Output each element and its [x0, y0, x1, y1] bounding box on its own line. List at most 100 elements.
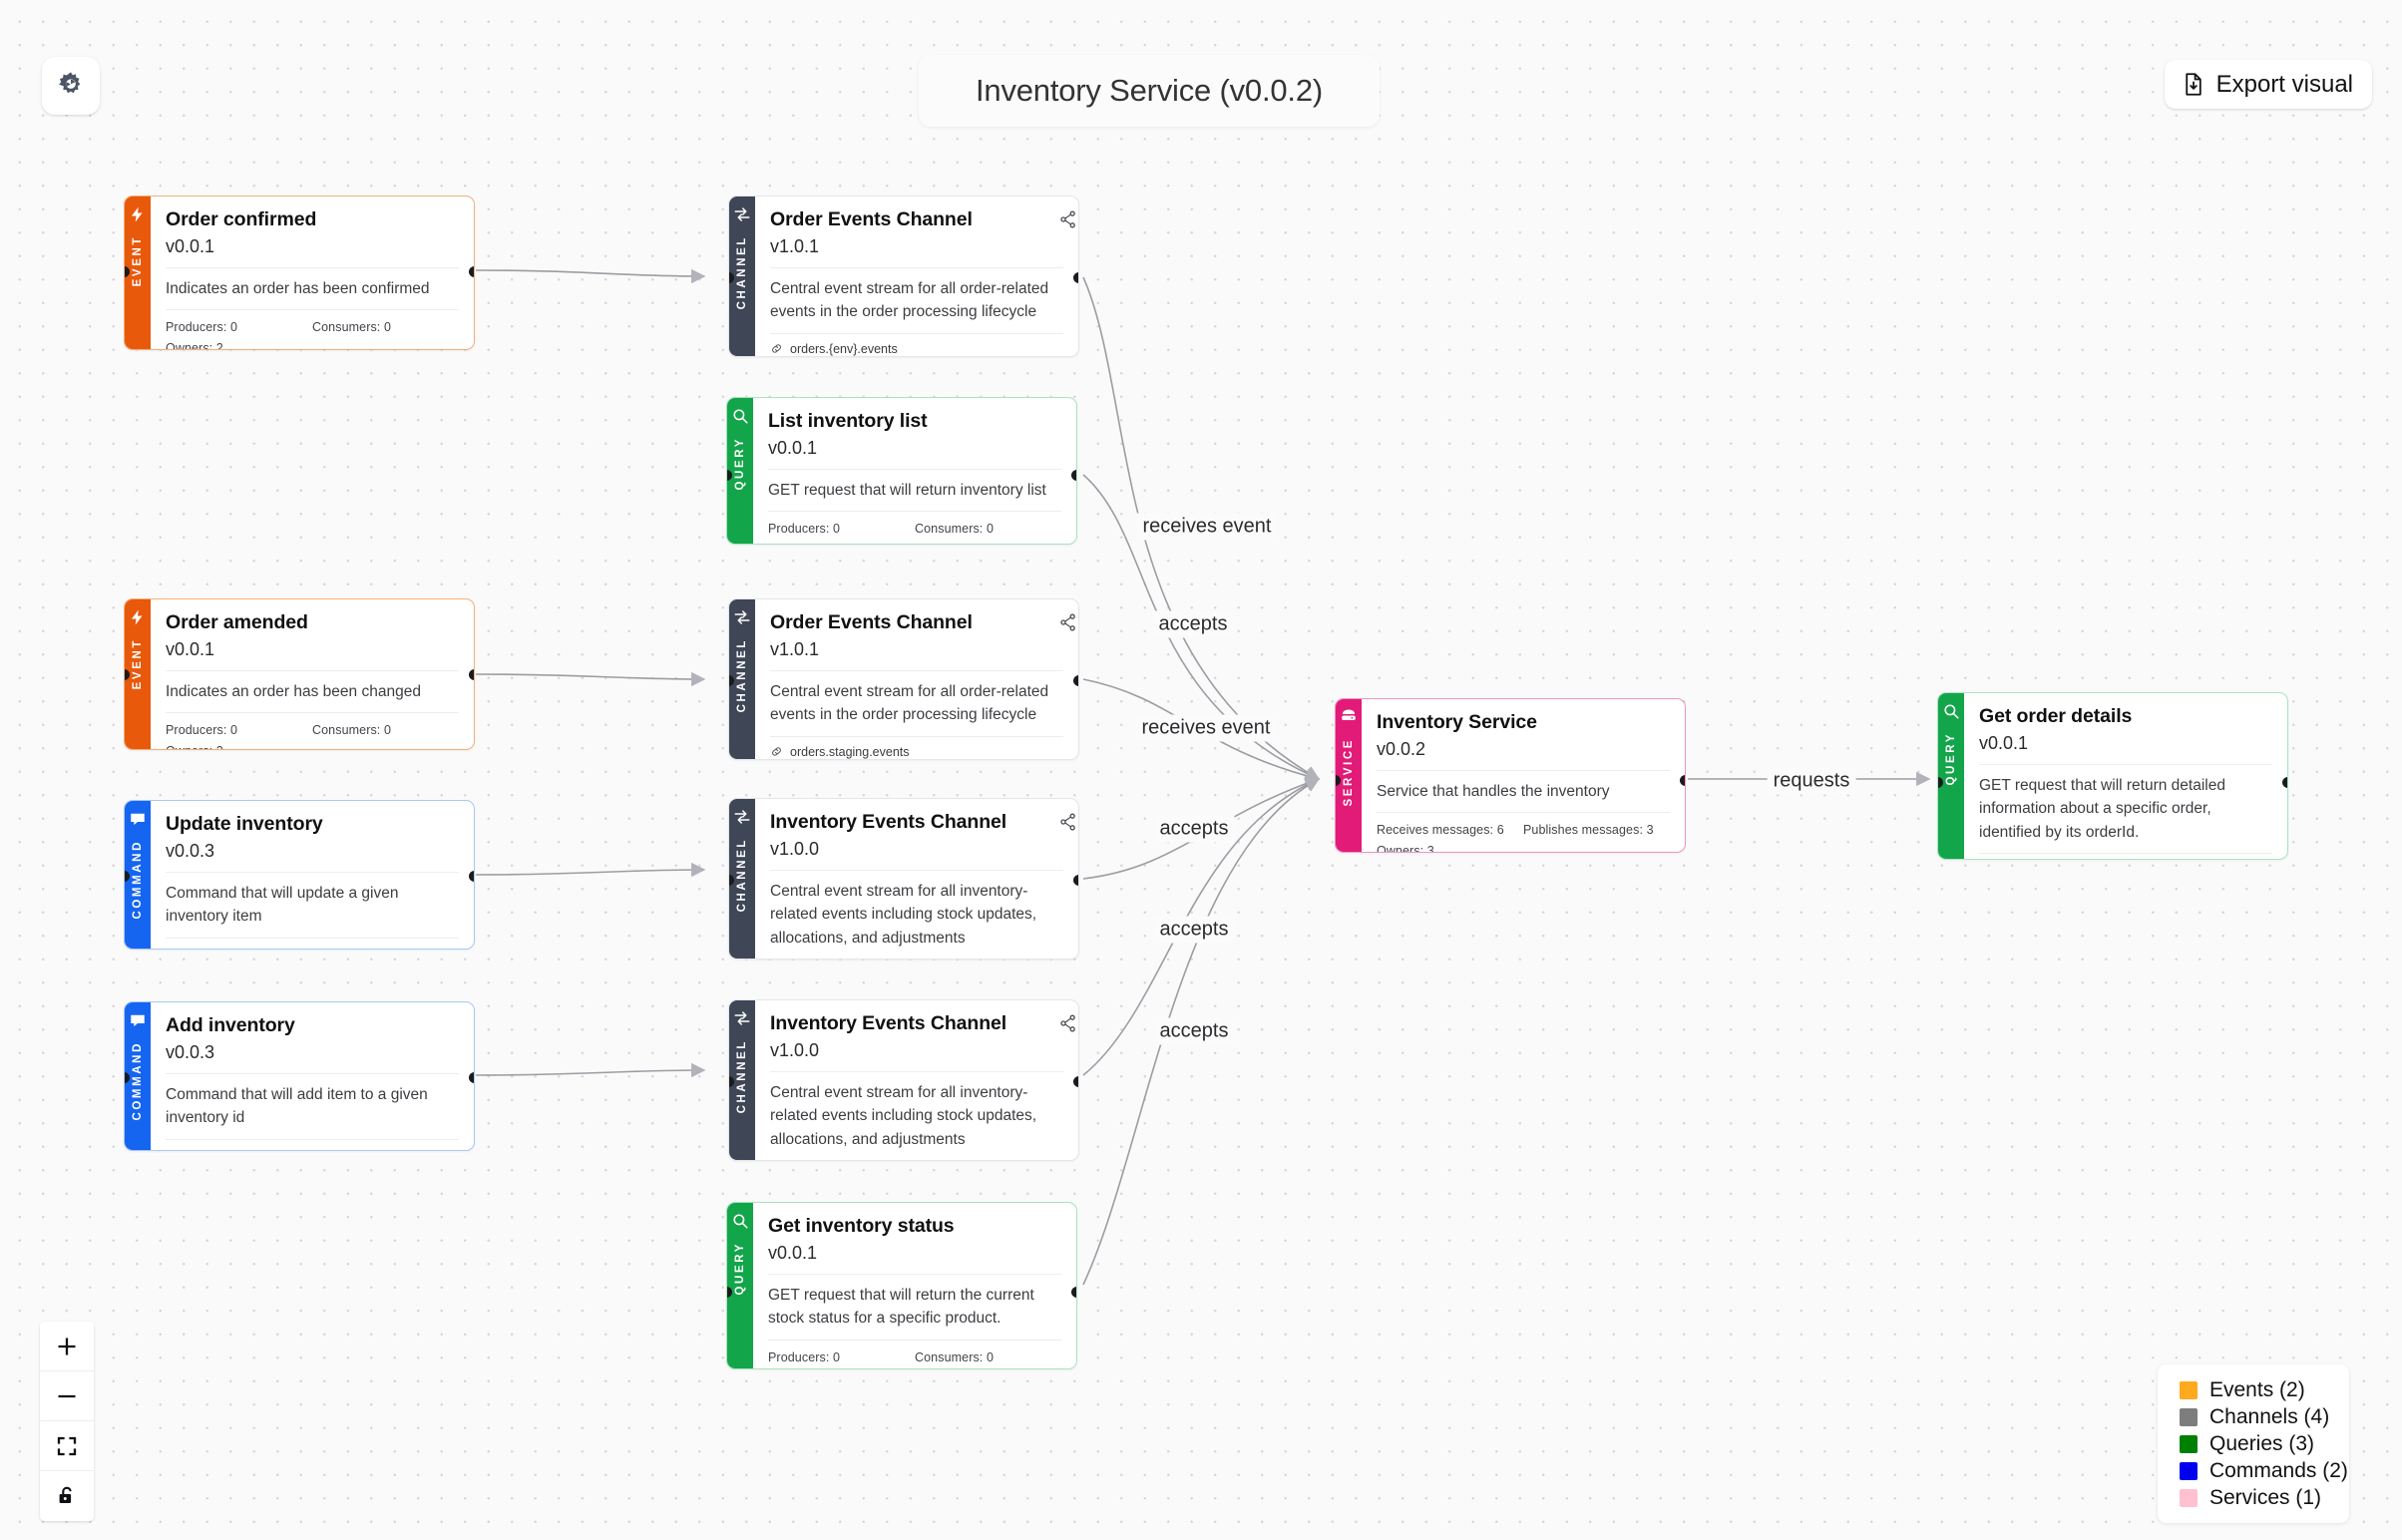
- handle-right[interactable]: [1071, 470, 1076, 481]
- node-body: Order amended v0.0.1 Indicates an order …: [151, 599, 474, 749]
- node-version: v0.0.3: [166, 1042, 215, 1063]
- node-description: Central event stream for all order-relat…: [770, 280, 1049, 321]
- node-inventory-service[interactable]: SERVICE Inventory Service v0.0.2 Service…: [1335, 698, 1686, 853]
- canvas-controls[interactable]: [40, 1322, 94, 1521]
- node-inventory-events-channel-1[interactable]: CHANNEL Inventory Events Channel v1.0.0 …: [728, 798, 1079, 960]
- edge-label: accepts: [1153, 916, 1235, 944]
- settings-button[interactable]: [42, 57, 100, 115]
- handle-right[interactable]: [2282, 777, 2287, 788]
- handle-right[interactable]: [469, 1072, 474, 1083]
- node-kind-label: QUERY: [734, 1242, 746, 1296]
- node-title: Get order details: [1979, 705, 2133, 727]
- fit-view-button[interactable]: [40, 1421, 94, 1471]
- node-get-order-details[interactable]: QUERY Get order details v0.0.1 GET reque…: [1937, 692, 2288, 860]
- node-inventory-events-channel-2[interactable]: CHANNEL Inventory Events Channel v1.0.0 …: [728, 999, 1079, 1161]
- node-title: Inventory Events Channel: [770, 1012, 1007, 1034]
- zoom-in-button[interactable]: [40, 1322, 94, 1371]
- node-get-inventory-status[interactable]: QUERY Get inventory status v0.0.1 GET re…: [726, 1202, 1077, 1369]
- handle-left[interactable]: [125, 1072, 130, 1083]
- node-kind-label: EVENT: [132, 638, 144, 690]
- handle-right[interactable]: [469, 871, 474, 882]
- legend-item-channels: Channels (4): [2180, 1403, 2335, 1430]
- node-description: Central event stream for all inventory-r…: [770, 1084, 1037, 1148]
- divider: [768, 511, 1061, 513]
- lock-button[interactable]: [40, 1471, 94, 1521]
- export-visual-button[interactable]: Export visual: [2164, 60, 2372, 109]
- node-order-events-channel-env[interactable]: CHANNEL Order Events Channel v1.0.1 Cent…: [728, 195, 1079, 357]
- node-kind-label: CHANNEL: [736, 1039, 748, 1114]
- node-version: v1.0.1: [770, 236, 820, 257]
- divider: [166, 872, 459, 874]
- node-body: List inventory list v0.0.1 GET request t…: [753, 398, 1076, 544]
- handle-right[interactable]: [1073, 675, 1078, 686]
- handle-left[interactable]: [729, 875, 734, 886]
- page-title: Inventory Service (v0.0.2): [919, 55, 1380, 127]
- handle-right[interactable]: [1073, 272, 1078, 283]
- edge-label: receives event: [1135, 714, 1277, 742]
- node-order-events-channel-staging[interactable]: CHANNEL Order Events Channel v1.0.1 Cent…: [728, 598, 1079, 760]
- legend-label-services: Services (1): [2209, 1485, 2322, 1509]
- handle-left[interactable]: [125, 669, 130, 680]
- unlock-icon: [59, 1486, 72, 1503]
- channel-address-row: orders.staging.events: [770, 745, 1063, 759]
- divider: [166, 1138, 459, 1140]
- node-rail: QUERY: [727, 1203, 753, 1368]
- node-body: Inventory Events Channel v1.0.0 Central …: [755, 1000, 1078, 1160]
- legend-label-queries: Queries (3): [2209, 1431, 2315, 1455]
- node-description: Command that will update a given invento…: [166, 885, 399, 926]
- node-order-confirmed[interactable]: EVENT Order confirmed v0.0.1 Indicates a…: [124, 195, 475, 350]
- page-title-text: Inventory Service (v0.0.2): [975, 73, 1323, 108]
- node-list-inventory-list[interactable]: QUERY List inventory list v0.0.1 GET req…: [726, 397, 1077, 545]
- node-title: Order confirmed: [166, 208, 317, 230]
- handle-left[interactable]: [1336, 775, 1341, 786]
- edge-add-inventory-to-channel: [475, 1062, 706, 1078]
- legend-label-commands: Commands (2): [2209, 1458, 2348, 1482]
- handle-right[interactable]: [469, 266, 474, 277]
- node-title: Get inventory status: [768, 1215, 955, 1237]
- legend-swatch-queries: [2180, 1434, 2198, 1453]
- handle-right[interactable]: [1680, 775, 1685, 786]
- plus-icon: [58, 1338, 76, 1354]
- node-rail: SERVICE: [1336, 699, 1362, 852]
- divider: [1377, 770, 1670, 772]
- node-meta: Producers: 0 Consumers: 0: [166, 723, 459, 737]
- legend: Events (2) Channels (4) Queries (3) Comm…: [2158, 1364, 2349, 1523]
- legend-label-events: Events (2): [2209, 1377, 2305, 1401]
- node-description: Indicates an order has been changed: [166, 683, 421, 701]
- receives-messages-count: Receives messages: 6: [1377, 823, 1504, 838]
- node-version: v1.0.0: [770, 1040, 820, 1061]
- node-body: Get inventory status v0.0.1 GET request …: [753, 1203, 1076, 1368]
- handle-left[interactable]: [729, 675, 734, 686]
- handle-right[interactable]: [1073, 875, 1078, 886]
- handle-left[interactable]: [727, 470, 732, 481]
- handle-left[interactable]: [727, 1287, 732, 1298]
- handle-left[interactable]: [125, 871, 130, 882]
- node-meta: Producers: 0 Consumers: 0: [166, 1150, 459, 1151]
- node-order-amended[interactable]: EVENT Order amended v0.0.1 Indicates an …: [124, 598, 475, 750]
- handle-left[interactable]: [125, 266, 130, 277]
- handle-right[interactable]: [1073, 1076, 1078, 1087]
- handle-right[interactable]: [1071, 1287, 1076, 1298]
- node-kind-label: COMMAND: [132, 1041, 144, 1121]
- producers-count: Producers: 0: [768, 522, 841, 537]
- zoom-out-button[interactable]: [40, 1371, 94, 1421]
- node-body: Order Events Channel v1.0.1 Central even…: [755, 196, 1078, 356]
- handle-right[interactable]: [469, 669, 474, 680]
- channel-address: orders.{env}.events: [790, 341, 898, 356]
- node-meta: Producers: 0 Consumers: 0: [768, 1350, 1061, 1364]
- handle-left[interactable]: [1938, 777, 1943, 788]
- consumers-count: Consumers: 0: [915, 1349, 995, 1364]
- fit-view-icon: [57, 1436, 77, 1455]
- node-meta: Producers: 0 Consumers: 0: [768, 522, 1061, 536]
- handle-left[interactable]: [729, 1076, 734, 1087]
- server-icon: [1342, 709, 1356, 720]
- node-description: GET request that will return the current…: [768, 1287, 1034, 1328]
- node-version: v0.0.3: [166, 841, 215, 862]
- handle-left[interactable]: [729, 272, 734, 283]
- node-update-inventory[interactable]: COMMAND Update inventory v0.0.3 Command …: [124, 800, 475, 950]
- node-meta: Receives messages: 6 Publishes messages:…: [1377, 823, 1670, 837]
- legend-swatch-channels: [2180, 1407, 2198, 1426]
- node-add-inventory[interactable]: COMMAND Add inventory v0.0.3 Command tha…: [124, 1001, 475, 1151]
- owners-count: Owners: 2: [166, 341, 223, 350]
